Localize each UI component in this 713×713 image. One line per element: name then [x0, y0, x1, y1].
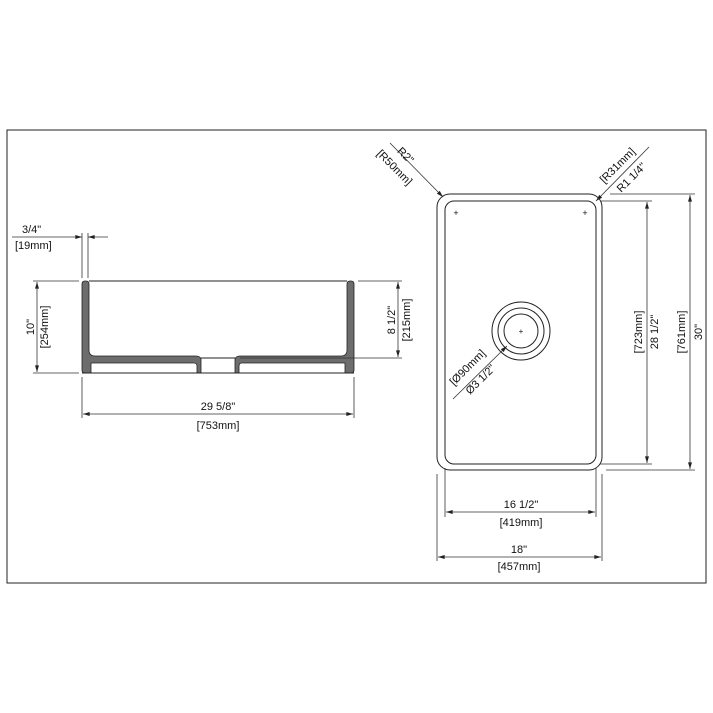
length-metric: [753mm]	[197, 420, 240, 432]
depth-metric: [215mm]	[401, 299, 413, 342]
wall-thickness-imperial: 3/4"	[22, 224, 41, 236]
inner-length-imperial: 28 1/2"	[649, 315, 661, 350]
inner-length-metric: [723mm]	[633, 311, 645, 354]
sink-outer-rim	[436, 193, 603, 471]
svg-text:+: +	[519, 327, 524, 336]
sink-basin	[444, 200, 597, 465]
drawing-frame	[6, 129, 707, 584]
outer-length-imperial: 30"	[693, 324, 705, 340]
sink-section	[81, 280, 202, 374]
side-view: 3/4" [19mm] 10" [254mm] 8 1/2" [215mm] 2…	[12, 224, 413, 432]
drain: +	[491, 301, 551, 361]
depth-imperial: 8 1/2"	[386, 306, 398, 334]
mount-mark: +	[582, 208, 587, 218]
top-view: + + + R2" [R50mm] [R31mm] R1 1/4" [Ø90mm…	[374, 142, 705, 573]
outer-width-metric: [457mm]	[498, 561, 541, 573]
length-imperial: 29 5/8"	[201, 401, 236, 413]
outer-length-metric: [761mm]	[676, 311, 688, 354]
inner-width-imperial: 16 1/2"	[504, 499, 539, 511]
height-imperial: 10"	[25, 319, 37, 335]
height-metric: [254mm]	[39, 306, 51, 349]
wall-thickness-metric: [19mm]	[15, 240, 52, 252]
inner-width-metric: [419mm]	[500, 517, 543, 529]
outer-width-imperial: 18"	[511, 544, 527, 556]
sink-section-right	[234, 280, 355, 374]
mount-mark: +	[453, 208, 458, 218]
